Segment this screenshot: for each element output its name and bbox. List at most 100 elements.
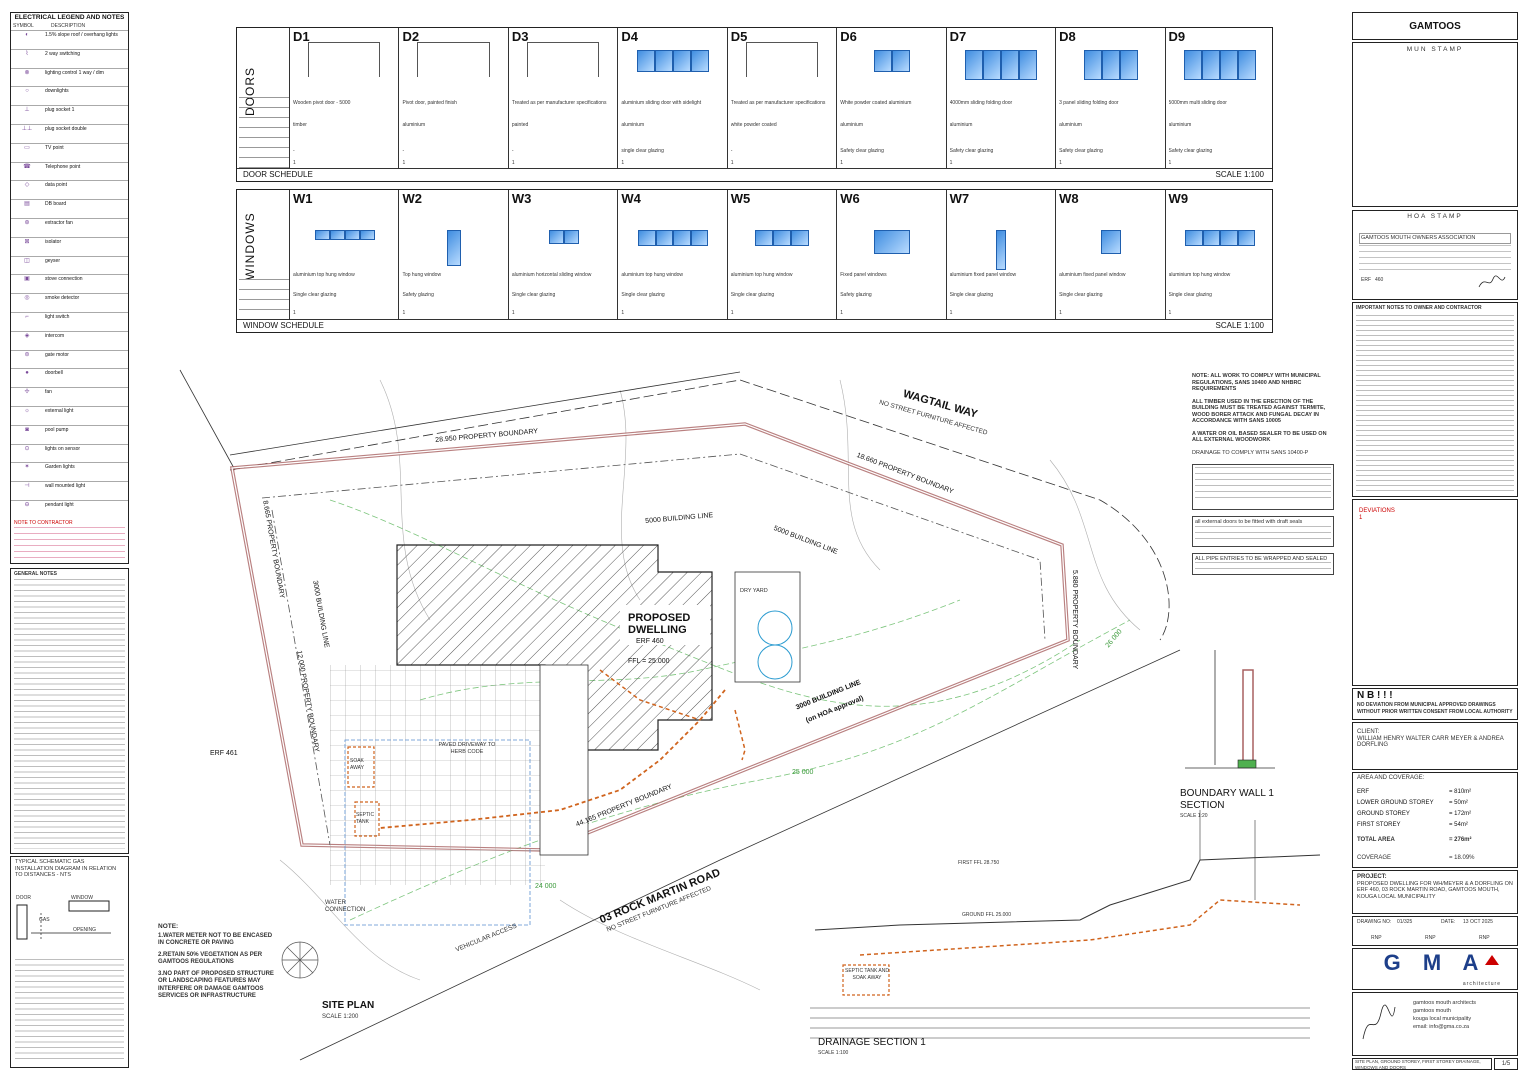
glass-pane xyxy=(773,230,792,246)
drawn-value: RNP xyxy=(1425,935,1436,941)
legend-symbol-icon: ⌐ xyxy=(25,314,29,320)
glass-pane xyxy=(655,230,674,246)
window-code: W5 xyxy=(730,191,751,206)
window-qty: 1 xyxy=(1168,310,1172,316)
window-schedule-title: WINDOW SCHEDULE xyxy=(243,321,324,330)
window-code: W8 xyxy=(1059,191,1079,206)
glass-pane xyxy=(1238,50,1257,80)
legend-symbol-icon: ⊜ xyxy=(24,351,30,358)
doors-row-labels xyxy=(239,88,289,170)
total-area-label: TOTAL AREA xyxy=(1357,837,1395,843)
door-desc: 4000mm sliding folding door xyxy=(949,100,1013,106)
door-finish: painted xyxy=(511,122,529,128)
glass-pane xyxy=(673,50,692,72)
legend-symbol-icon: ⊥ xyxy=(24,107,30,114)
legend-row: ⌐light switch xyxy=(11,312,128,332)
legend-row: ⊛extractor fan xyxy=(11,218,128,238)
right-note-6: ALL PIPE ENTRIES TO BE WRAPPED AND SEALE… xyxy=(1195,555,1328,562)
glass-pane xyxy=(755,230,774,246)
logo-box: G M A architecture xyxy=(1352,948,1518,990)
legend-description: pool pump xyxy=(45,426,69,433)
legend-symbol-icon: ☼ xyxy=(24,408,30,414)
area-row-value: = 172m² xyxy=(1449,811,1472,817)
coverage-value: = 18.09% xyxy=(1449,855,1475,861)
window-desc: aluminium horizontal sliding window xyxy=(511,272,592,278)
legend-row: ✶Garden lights xyxy=(11,462,128,482)
legend-description: data point xyxy=(45,182,67,189)
architect-signature xyxy=(1362,1004,1396,1040)
window-desc: Fixed panel windows xyxy=(840,272,887,278)
general-notes-text xyxy=(14,579,125,849)
site-note-1: 1.WATER METER NOT TO BE ENCASED IN CONCR… xyxy=(158,932,273,947)
tank-2 xyxy=(757,644,793,680)
window-desc: aluminium fixed panel window xyxy=(1059,272,1126,278)
legend-description: pendant light xyxy=(45,502,74,508)
date-label: DATE: xyxy=(1441,919,1456,925)
legend-description: downlights xyxy=(45,88,69,95)
total-area-value: = 276m² xyxy=(1449,837,1472,843)
window-schedule-scale: SCALE 1:100 xyxy=(1215,321,1264,330)
titleblock-company: GAMTOOS xyxy=(1352,12,1518,40)
glass-pane xyxy=(873,50,892,72)
legend-row: ⊠isolator xyxy=(11,236,128,257)
legend-col-symbol: SYMBOL xyxy=(13,23,34,29)
window-qty: 1 xyxy=(511,310,515,316)
window-desc: aluminium top hung window xyxy=(1168,272,1231,278)
gas-window-label: WINDOW xyxy=(71,895,93,901)
door-code: D3 xyxy=(511,29,529,44)
glass-pane xyxy=(1100,230,1121,254)
glass-pane xyxy=(563,230,579,244)
deviations-box: DEVIATIONS 1 xyxy=(1352,499,1518,686)
designed-value: RNP xyxy=(1371,935,1382,941)
door-qty: 1 xyxy=(949,160,953,166)
door-qty: 1 xyxy=(840,160,843,166)
road-edge-west xyxy=(179,369,236,471)
architect-line: gamtoos mouth architects xyxy=(1413,1000,1476,1006)
water-connection-label: WATER CONNECTION xyxy=(325,900,366,913)
company-logo-sub: architecture xyxy=(1462,980,1501,987)
legend-symbol-icon: ◈ xyxy=(24,332,30,339)
mun-stamp-box: MUN STAMP xyxy=(1352,42,1518,207)
door-elevation xyxy=(526,42,600,77)
logo-red-mark xyxy=(1485,955,1499,965)
window-code: W2 xyxy=(402,191,422,206)
right-note-2: ALL TIMBER USED IN THE ERECTION OF THE B… xyxy=(1192,398,1326,425)
area-row: GROUND STOREY = 172m² xyxy=(1357,809,1513,819)
door-finish: aluminium xyxy=(1059,122,1082,128)
legend-description: fan xyxy=(45,389,52,396)
door-qty: 1 xyxy=(293,160,296,166)
glass-pane xyxy=(359,230,375,240)
window-code: W6 xyxy=(840,191,860,206)
door-glazing: Safety clear glazing xyxy=(1059,148,1103,154)
glass-pane xyxy=(673,230,691,246)
door-desc: White powder coated aluminium xyxy=(840,100,912,106)
legend-description: smoke detector xyxy=(45,295,80,302)
boundary-right-label: 5.880 PROPERTY BOUNDARY xyxy=(1071,570,1078,670)
glass-pane xyxy=(873,230,910,254)
hoa-erf-label: ERF xyxy=(1361,277,1371,283)
mun-stamp-label: MUN STAMP xyxy=(1406,46,1464,53)
legend-description: doorbell xyxy=(45,370,63,377)
glass-pane xyxy=(1202,50,1221,80)
gas-door-label: DOOR xyxy=(16,895,31,901)
door-qty: 1 xyxy=(730,160,734,166)
soak-away xyxy=(347,746,375,788)
right-note-5: all external doors to be fitted with dra… xyxy=(1195,519,1303,525)
legend-row: ◎smoke detector xyxy=(11,293,128,313)
area-title: AREA AND COVERAGE: xyxy=(1357,775,1425,781)
first-ffl-label: FIRST FFL 28.750 xyxy=(958,860,1000,866)
legend-symbol-icon: ⌇ xyxy=(25,50,29,57)
glass-pane xyxy=(996,230,1007,270)
area-row-label: GROUND STOREY xyxy=(1357,811,1410,817)
area-row-value: = 54m² xyxy=(1449,822,1468,828)
right-note-1: NOTE: ALL WORK TO COMPLY WITH MUNICIPAL … xyxy=(1192,373,1321,392)
glass-pane xyxy=(1101,50,1120,80)
